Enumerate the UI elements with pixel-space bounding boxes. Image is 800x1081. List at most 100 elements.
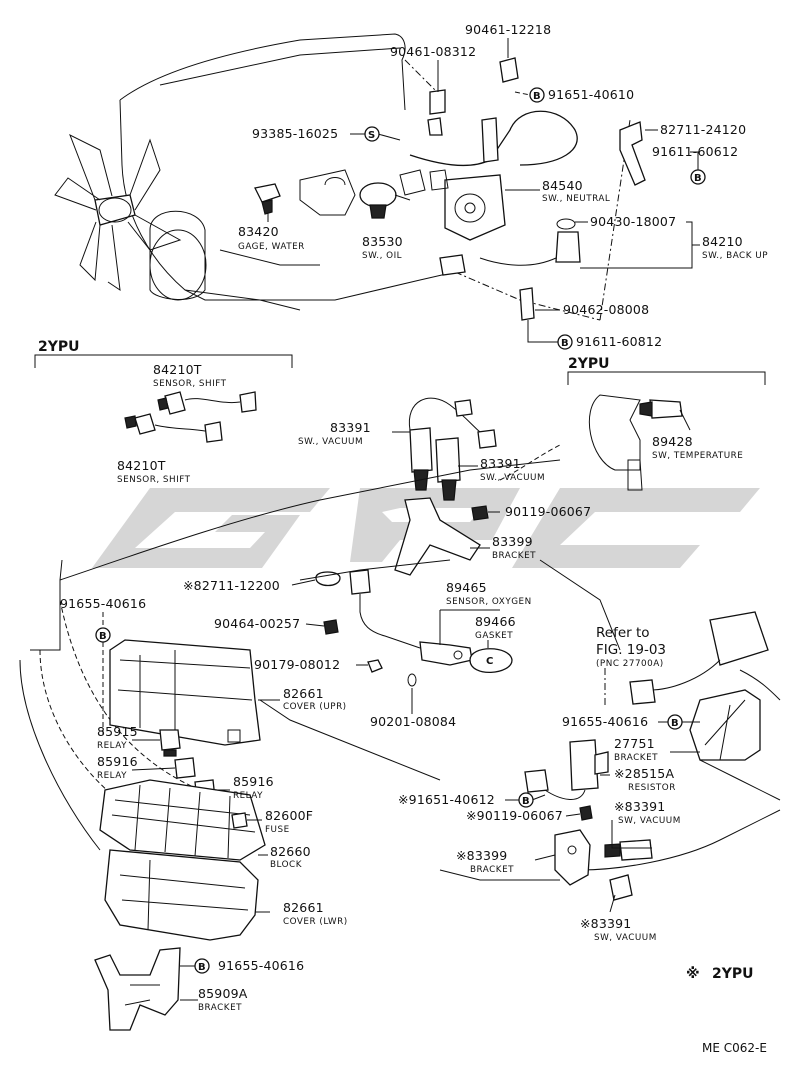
marker-b-7: B	[194, 958, 210, 974]
desc-83420: GAGE, WATER	[238, 242, 305, 252]
svg-text:B: B	[671, 718, 679, 729]
label-90430-18007: 90430-18007	[590, 214, 676, 229]
backup-gasket	[556, 218, 576, 230]
cover-upper-ribs	[117, 650, 253, 735]
shift-sensor-b-wire	[154, 424, 211, 433]
label-83391-d: ※83391	[580, 916, 631, 931]
label-89428: 89428	[652, 434, 693, 449]
legend-text: 2YPU	[712, 966, 754, 982]
label-83399-a: 83399	[492, 534, 533, 549]
relay-85916-a	[174, 757, 196, 779]
desc-82660: BLOCK	[270, 860, 302, 870]
temp-housing	[588, 394, 641, 471]
neutral-switch-harness	[409, 110, 578, 167]
part-27751	[689, 689, 761, 761]
label-83399-b: ※83399	[456, 848, 507, 863]
marker-b-4: B	[95, 627, 111, 643]
shift-sensor-b-plug	[204, 421, 223, 443]
shift-sensor-a-wire	[184, 398, 241, 404]
label-82661-lwr: 82661	[283, 900, 324, 915]
vacuum-switch-c	[619, 839, 653, 861]
svg-text:S: S	[368, 130, 375, 141]
resistor-wire	[544, 789, 586, 800]
temp-switch-tip	[639, 401, 653, 417]
label-90119-06067-b: ※90119-06067	[466, 808, 563, 823]
group-header-right: 2YPU	[568, 356, 610, 372]
junction-block-grid	[111, 784, 256, 859]
leader-83391-d	[609, 894, 616, 913]
body-hood-line	[299, 559, 621, 651]
oxygen-wire	[359, 594, 421, 649]
part-83530	[359, 182, 411, 219]
shift-sensor-b-body	[134, 413, 156, 435]
svg-text:B: B	[522, 796, 530, 807]
fuse-82600F	[231, 812, 248, 829]
washer-90201	[407, 673, 417, 687]
cover-lower-ribs	[119, 859, 249, 931]
label-28515A: ※28515A	[614, 766, 674, 781]
group-box-right-frame	[567, 371, 766, 385]
engine-side	[184, 249, 320, 311]
part-83399-a	[394, 497, 481, 576]
svg-text:B: B	[561, 338, 569, 349]
part-84210	[439, 218, 581, 321]
label-90464-00257: 90464-00257	[214, 616, 300, 631]
desc-84210T-b: SENSOR, SHIFT	[117, 475, 191, 485]
gasket-letter: C	[486, 656, 493, 667]
bracket-82711-24120	[619, 121, 646, 186]
cover-upper-tab	[227, 729, 241, 743]
leader-91611-60812	[527, 320, 558, 343]
label-85916-b: 85916	[233, 774, 274, 789]
bracket-83399-b-hole	[567, 845, 577, 855]
water-gauge-body	[254, 183, 281, 203]
label-90461-08312: 90461-08312	[390, 44, 476, 59]
part-84210T	[124, 391, 257, 443]
part-28515A	[524, 739, 609, 800]
label-89466: 89466	[475, 614, 516, 629]
shift-sensor-a-tip	[157, 397, 169, 411]
leader-93385	[350, 133, 401, 141]
leader-83399-b	[534, 854, 556, 861]
marker-b-5: B	[667, 714, 683, 730]
body-inner-curve	[499, 444, 561, 481]
reference-line-1: Refer to	[596, 625, 650, 641]
part-83391-lower	[554, 805, 653, 901]
crank-pulley-housing	[149, 210, 206, 300]
leader-90119-b	[565, 813, 581, 817]
part-labels: 90461-12218 90461-08312 91651-40610 8271…	[60, 22, 768, 1055]
harness-connector-a	[399, 169, 449, 196]
resistor-connector	[524, 769, 549, 793]
desc-82661-upr: COVER (UPR)	[283, 702, 347, 712]
label-90201-08084: 90201-08084	[370, 714, 456, 729]
reference-connector	[629, 679, 656, 705]
label-83530: 83530	[362, 234, 403, 249]
label-84210T-a: 84210T	[153, 362, 202, 377]
group-box-left-frame	[34, 354, 293, 368]
svg-text:B: B	[533, 91, 541, 102]
bracket-27751	[689, 689, 761, 761]
desc-89428: SW, TEMPERATURE	[652, 451, 743, 461]
desc-27751: BRACKET	[614, 753, 658, 763]
backup-connector	[439, 254, 466, 276]
fan-center	[98, 197, 132, 223]
part-83391-center	[408, 397, 497, 501]
desc-85909A: BRACKET	[198, 1003, 242, 1013]
label-91611-60812: 91611-60812	[576, 334, 662, 349]
leader-85916-a	[131, 767, 176, 771]
desc-85916-b: RELAY	[233, 791, 263, 801]
vacuum-switch-d	[609, 874, 633, 901]
label-90179-08012: 90179-08012	[254, 657, 340, 672]
harness-clip-top	[499, 57, 519, 83]
water-gauge-tip	[261, 199, 273, 215]
shift-sensor-b-tip	[124, 415, 137, 429]
reference-module	[709, 611, 769, 666]
leader-90464	[305, 623, 325, 627]
bracket-83399-b	[554, 829, 591, 886]
leader-89428	[679, 409, 691, 431]
engine-outline	[119, 33, 456, 301]
body-upper-line	[59, 459, 561, 581]
junction-block	[99, 779, 266, 861]
watermark-letter-1	[92, 488, 330, 568]
bracket-85909A-detail	[124, 984, 160, 1006]
